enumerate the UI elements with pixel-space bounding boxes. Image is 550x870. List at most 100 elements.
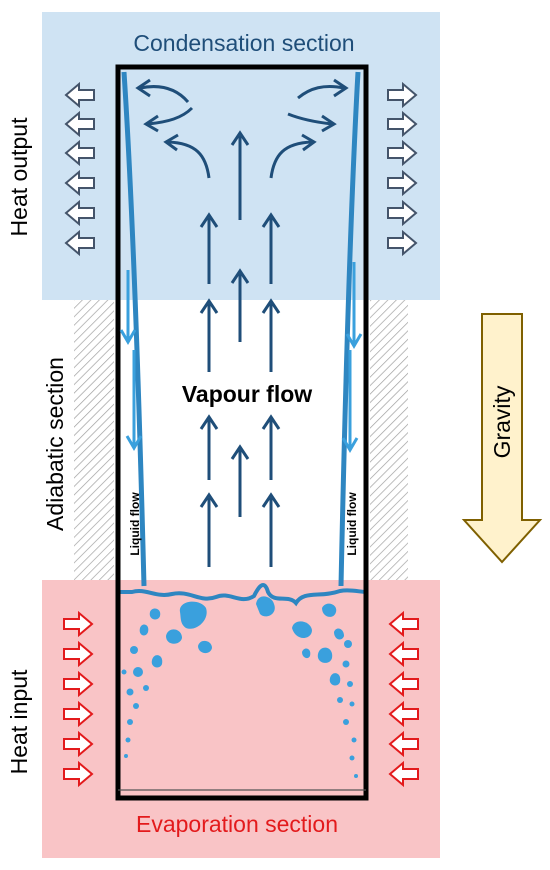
hollow-arrow-outward-icon (387, 169, 418, 197)
liquid-arrow-left (119, 329, 137, 345)
vapour-curve-arrow (287, 112, 333, 126)
heat-input-arrows-left (63, 610, 94, 788)
vapour-arrow (230, 130, 250, 146)
hollow-arrow-outward-icon (387, 139, 418, 167)
hollow-arrow-outward-icon (64, 139, 95, 167)
hollow-arrow-outward-icon (387, 229, 418, 257)
bubble (179, 601, 207, 629)
evaporation-section-label: Evaporation section (136, 811, 338, 837)
hollow-arrow-inward-icon (388, 730, 419, 758)
vapour-arrow (199, 298, 219, 314)
bubble (151, 655, 163, 668)
hollow-arrow-inward-icon (388, 640, 419, 668)
vapour-curve-arrow (139, 85, 190, 104)
bubble (198, 640, 212, 654)
hollow-arrow-inward-icon (388, 610, 419, 638)
hollow-arrow-outward-icon (387, 199, 418, 227)
hollow-arrow-outward-icon (64, 229, 95, 257)
hollow-arrow-outward-icon (387, 81, 418, 109)
bubble (347, 681, 353, 687)
bubble (354, 774, 358, 778)
liquid-surface (118, 583, 367, 607)
vapour-arrow (230, 268, 250, 284)
vapour-arrows (135, 78, 349, 567)
bubble (334, 628, 344, 640)
bubble (344, 640, 352, 648)
heat-input-arrows-right (388, 610, 419, 788)
liquid-flow-left-label: Liquid flow (128, 492, 142, 556)
vapour-curve-arrow (167, 140, 211, 179)
hollow-arrow-inward-icon (388, 700, 419, 728)
vapour-flow-label: Vapour flow (182, 381, 312, 407)
liquid-flow-right-label: Liquid flow (345, 492, 359, 556)
bubble (166, 629, 182, 644)
bubble (124, 754, 128, 758)
hollow-arrow-outward-icon (64, 169, 95, 197)
hollow-arrow-inward-icon (63, 760, 94, 788)
vapour-curve-arrow (163, 133, 179, 152)
bubble (149, 608, 161, 620)
vapour-arrow (261, 298, 281, 314)
heat-input-label: Heat input (6, 669, 32, 774)
bubble (349, 701, 355, 707)
evaporation-zone (42, 580, 440, 858)
bubble (292, 621, 312, 638)
bubble (351, 737, 357, 743)
vapour-curve-arrow (269, 140, 313, 179)
hollow-arrow-inward-icon (388, 670, 419, 698)
vapour-arrow (199, 414, 219, 430)
bubble (133, 703, 139, 709)
insulation-right (370, 300, 408, 580)
vapour-curve-arrow (321, 114, 337, 133)
down-arrow-icon (461, 313, 543, 564)
hollow-arrow-inward-icon (63, 670, 94, 698)
vapour-arrow (261, 414, 281, 430)
bubble (343, 719, 349, 725)
vapour-curve-arrow (333, 78, 349, 98)
bubble (143, 685, 149, 691)
hollow-arrow-outward-icon (387, 110, 418, 138)
pipe-interior-adiabatic (118, 300, 366, 580)
vapour-arrow (199, 492, 219, 508)
pipe-wall (115, 64, 369, 801)
bubble (317, 647, 333, 663)
bubble (125, 737, 131, 743)
liquid-arrow-left (125, 435, 143, 451)
liquid-arrow-right (341, 437, 359, 453)
bubble (133, 667, 143, 677)
hollow-arrow-outward-icon (64, 81, 95, 109)
bubble (322, 603, 337, 617)
vapour-arrow (261, 492, 281, 508)
hollow-arrow-inward-icon (63, 730, 94, 758)
hollow-arrow-outward-icon (64, 199, 95, 227)
adiabatic-section-label: Adiabatic section (42, 357, 68, 531)
bubble (349, 755, 355, 761)
vapour-curve-arrow (135, 78, 151, 98)
bubble (139, 624, 149, 636)
hollow-arrow-outward-icon (64, 110, 95, 138)
liquid-film-right (338, 71, 361, 587)
insulation-left (74, 300, 114, 580)
liquid-film-left (121, 71, 147, 587)
hollow-arrow-inward-icon (63, 610, 94, 638)
bubble (127, 719, 133, 725)
vapour-arrow (199, 212, 219, 228)
hollow-arrow-inward-icon (388, 760, 419, 788)
bubble (337, 697, 343, 703)
gravity-label: Gravity (489, 385, 515, 458)
liquid-flow-arrows (119, 262, 363, 453)
vapour-arrow (261, 212, 281, 228)
vapour-curve-arrow (301, 133, 317, 152)
vapour-curve-arrow (143, 114, 159, 133)
hollow-arrow-inward-icon (63, 700, 94, 728)
bubble (329, 673, 341, 686)
heat-output-arrows-left (64, 81, 95, 257)
heat-output-arrows-right (387, 81, 418, 257)
vapour-curve-arrow (297, 84, 345, 100)
bubble (126, 688, 134, 696)
vapour-bubbles (121, 596, 358, 778)
liquid-arrow-right (345, 333, 363, 349)
bubble (342, 660, 350, 668)
bubble (121, 669, 127, 675)
